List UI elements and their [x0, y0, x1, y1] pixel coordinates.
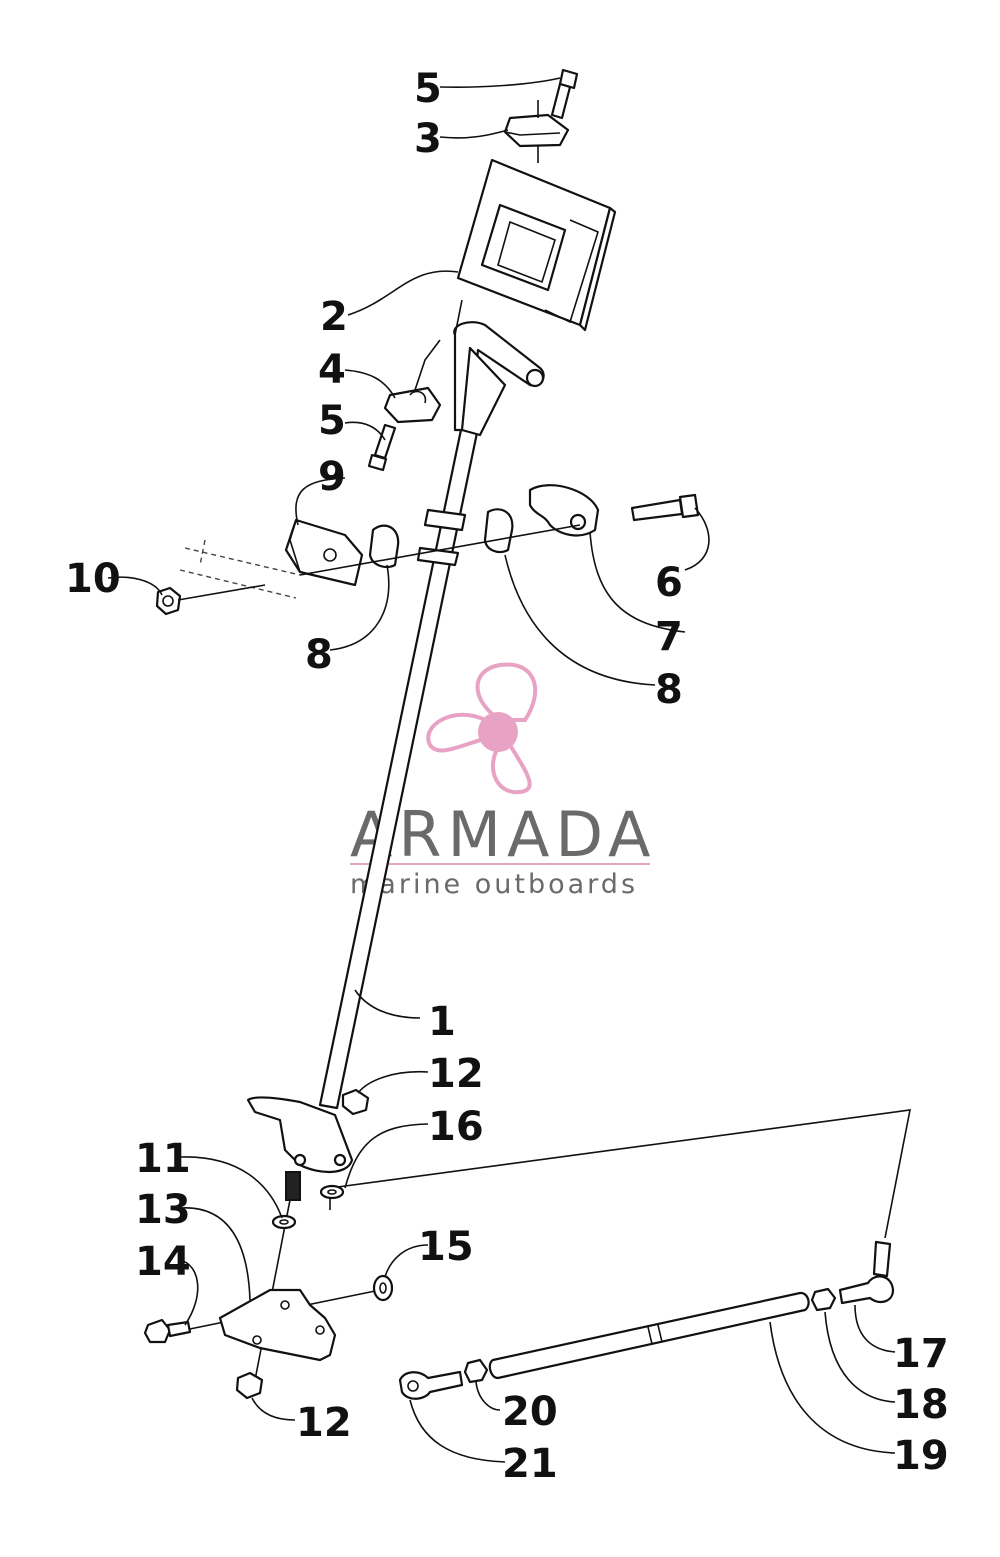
part-2-mount-bracket [456, 158, 617, 332]
part-19-tie-rod [488, 1291, 810, 1380]
part-12-nut-bottom [235, 1371, 264, 1400]
part-4-lower-clamp [383, 386, 442, 424]
watermark-tagline: marine outboards [350, 869, 638, 900]
part-1-steering-shaft [246, 321, 545, 1201]
ghost-tube-outline [179, 539, 301, 599]
part-9-clamp-block [284, 518, 364, 587]
callout-7: 7 [655, 614, 683, 660]
callout-21: 21 [502, 1441, 558, 1487]
leader-lines [107, 77, 896, 1463]
part-8-bushing-left [368, 524, 400, 569]
part-21-rod-end [398, 1370, 464, 1400]
propeller-logo-icon [426, 662, 538, 795]
part-11-washer [271, 1214, 297, 1230]
callout-5-top: 5 [414, 66, 442, 112]
callout-10: 10 [65, 556, 121, 602]
armada-watermark: ARMADA marine outboards [350, 662, 656, 900]
callout-1: 1 [428, 999, 456, 1045]
part-18-jam-nut [810, 1287, 837, 1312]
part-12-nut-top [341, 1088, 370, 1116]
callout-5-mid: 5 [318, 398, 346, 444]
callout-11: 11 [135, 1136, 191, 1182]
part-20-jam-nut [463, 1358, 489, 1384]
part-5-bolt-top [550, 68, 579, 120]
callout-14: 14 [135, 1239, 191, 1285]
callout-4: 4 [318, 347, 346, 393]
callout-12-bottom: 12 [296, 1400, 352, 1446]
part-6-bolt [630, 493, 700, 522]
watermark-brand: ARMADA [350, 798, 656, 871]
callout-9: 9 [318, 454, 346, 500]
callout-12-top: 12 [428, 1051, 484, 1097]
part-17-rod-end [838, 1240, 895, 1305]
part-13-bracket [218, 1288, 337, 1362]
part-10-nut [155, 586, 182, 616]
callout-20: 20 [502, 1389, 558, 1435]
callout-labels: 5 3 2 4 5 9 10 6 7 8 8 1 12 16 11 13 14 … [65, 66, 949, 1487]
part-8-bushing-right [483, 508, 514, 554]
part-3-upper-clamp [503, 113, 570, 163]
part-16-washer [319, 1184, 345, 1200]
part-5-bolt-mid [367, 423, 397, 472]
part-14-bolt [143, 1318, 192, 1344]
callout-3: 3 [414, 116, 442, 162]
part-15-spacer [372, 1274, 394, 1302]
callout-8-right: 8 [655, 667, 683, 713]
callout-2: 2 [320, 294, 348, 340]
callout-17: 17 [893, 1331, 949, 1377]
callout-18: 18 [893, 1382, 949, 1428]
callout-13: 13 [135, 1187, 191, 1233]
callout-16: 16 [428, 1104, 484, 1150]
callout-19: 19 [893, 1433, 949, 1479]
callout-8-left: 8 [305, 632, 333, 678]
callout-15: 15 [418, 1224, 474, 1270]
callout-6: 6 [655, 560, 683, 606]
